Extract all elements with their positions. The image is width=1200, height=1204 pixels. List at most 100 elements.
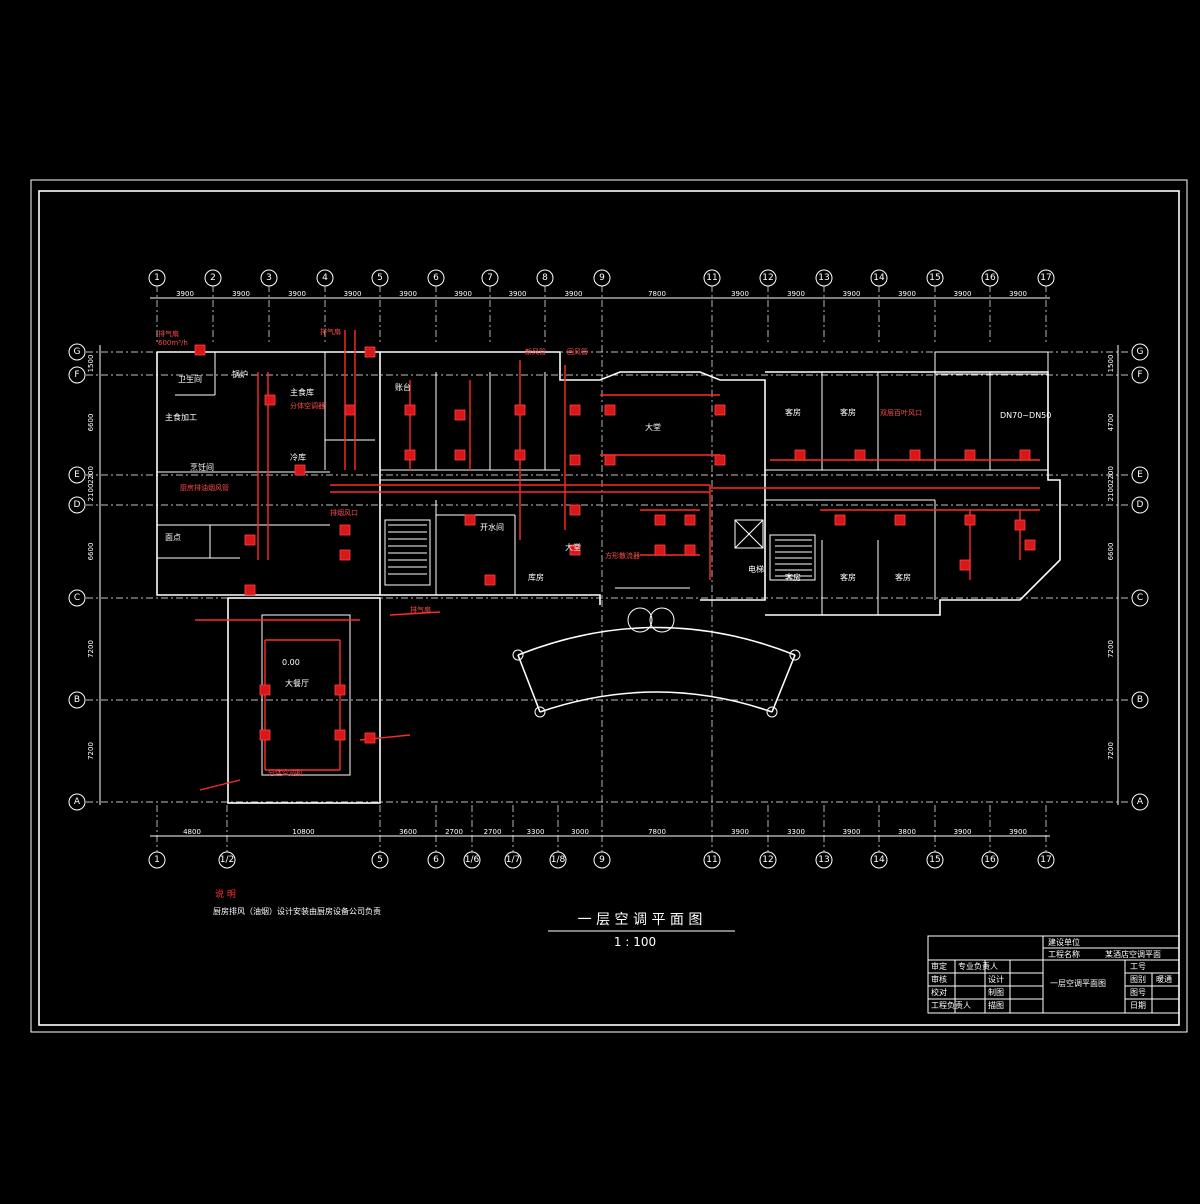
axis-bubble-bottom-label: 1/6 xyxy=(465,855,480,865)
axis-bubble-bottom xyxy=(549,851,567,869)
label-supply-outlet: 双层百叶风口 xyxy=(880,408,922,417)
tb-role: 专业负责人 xyxy=(958,961,998,971)
room-cooking: 烹饪间 xyxy=(190,462,214,472)
axis-bubble-top xyxy=(593,269,611,287)
axis-bubble-top xyxy=(870,269,888,287)
axis-bubble-top xyxy=(703,269,721,287)
axis-bubble-bottom xyxy=(504,851,522,869)
axis-bubble-left-label: B xyxy=(74,695,80,705)
air-diffusers xyxy=(194,344,1036,744)
air-diffuser xyxy=(404,404,416,416)
axis-bubble-bottom xyxy=(148,851,166,869)
note-text: 厨房排风（油烟）设计安装由厨房设备公司负责 xyxy=(213,906,381,916)
axis-bubble-bottom xyxy=(759,851,777,869)
axis-bubble-bottom-label: 16 xyxy=(984,855,996,865)
dim-right: 7200 xyxy=(1107,640,1115,658)
axis-bubble-top xyxy=(981,269,999,287)
dim-right: 7200 xyxy=(1107,742,1115,760)
room-labels: 卫生间 锅炉 主食加工 主食库 烹饪间 冷库 面点 大堂 大堂 客房 客房 客房… xyxy=(165,369,911,688)
axis-bubble-right-label: F xyxy=(1137,370,1142,380)
axis-bubble-bottom-label: 1/2 xyxy=(220,855,234,865)
dim-top: 3900 xyxy=(454,290,472,298)
room-staple: 主食加工 xyxy=(165,412,197,422)
air-diffuser xyxy=(1014,519,1026,531)
air-diffuser xyxy=(194,344,206,356)
air-diffuser xyxy=(514,404,526,416)
canopy-column xyxy=(789,649,801,661)
axis-bubble-top xyxy=(148,269,166,287)
air-diffuser xyxy=(894,514,906,526)
air-diffuser xyxy=(264,394,276,406)
axis-bubble-bottom-label: 17 xyxy=(1040,855,1051,865)
room-banquet: 大餐厅 xyxy=(285,678,309,688)
axis-bubble-top-label: 4 xyxy=(322,273,328,283)
room-cashier: 账台 xyxy=(395,382,411,392)
label-level: 0.00 xyxy=(282,658,300,667)
axis-bubble-top xyxy=(427,269,445,287)
canopy-column xyxy=(512,649,524,661)
ductwork xyxy=(195,330,1040,791)
air-diffuser xyxy=(684,514,696,526)
axis-bubble-left-label: D xyxy=(74,500,81,510)
axis-bubble-top-label: 11 xyxy=(706,273,717,283)
axis-bubble-top-label: 8 xyxy=(542,273,548,283)
axis-bubble-top-label: 15 xyxy=(929,273,940,283)
air-diffuser xyxy=(454,449,466,461)
stair-left xyxy=(384,519,431,586)
tb-right-label: 图号 xyxy=(1130,988,1146,997)
label-split-ac: 分体空调器 xyxy=(290,401,325,410)
dim-right: 2100 xyxy=(1107,484,1115,502)
air-diffuser xyxy=(339,549,351,561)
dim-bottom: 3300 xyxy=(787,828,805,836)
hvac-annotations: 排气扇 600m³/h 排气扇 排气扇 分体空调器 新风管 回风管 双层百叶风口… xyxy=(158,327,1051,777)
tb-role: 工程负责人 xyxy=(931,1000,971,1010)
axis-bubble-top-label: 2 xyxy=(210,273,216,283)
axis-bubble-left xyxy=(68,466,86,484)
dim-top: 3900 xyxy=(954,290,972,298)
room-lobby: 大堂 xyxy=(565,542,581,552)
axis-bubble-bottom xyxy=(926,851,944,869)
dim-bottom: 3600 xyxy=(399,828,417,836)
drawing-title: 一 层 空 调 平 面 图 xyxy=(578,912,703,928)
axis-bubble-top xyxy=(759,269,777,287)
axis-bubble-bottom-label: 14 xyxy=(873,855,885,865)
air-diffuser xyxy=(714,404,726,416)
air-diffuser xyxy=(334,684,346,696)
dim-bottom: 7800 xyxy=(648,828,666,836)
axis-bubble-left-label: E xyxy=(74,470,80,480)
label-return-air: 回风管 xyxy=(567,347,588,356)
leader-line xyxy=(199,779,241,791)
dim-top: 3900 xyxy=(232,290,250,298)
label-exhaust-fan: 排气扇 xyxy=(158,329,179,338)
room-guest-4: 客房 xyxy=(840,572,856,582)
axis-bubble-bottom xyxy=(593,851,611,869)
axis-bubble-top-label: 7 xyxy=(487,273,493,283)
guest-block-wall xyxy=(765,371,1061,616)
dim-top: 3900 xyxy=(176,290,194,298)
air-diffuser xyxy=(364,732,376,744)
middle-block-wall xyxy=(380,594,601,605)
air-diffuser xyxy=(244,534,256,546)
banquet-hall-wall xyxy=(227,597,381,804)
axis-bubble-right xyxy=(1131,496,1149,514)
room-hall: 大堂 xyxy=(645,422,661,432)
room-elevator: 电梯 xyxy=(748,564,764,574)
tb-role: 校对 xyxy=(931,987,947,997)
axis-bubble-top xyxy=(536,269,554,287)
air-diffuser xyxy=(604,404,616,416)
axis-bubble-bottom xyxy=(981,851,999,869)
air-diffuser xyxy=(834,514,846,526)
axis-bubble-top-label: 12 xyxy=(762,273,773,283)
dim-bottom: 3900 xyxy=(954,828,972,836)
axis-bubble-right xyxy=(1131,793,1149,811)
axis-bubble-top xyxy=(815,269,833,287)
axis-bubble-left xyxy=(68,691,86,709)
axis-bubble-right-label: A xyxy=(1137,797,1144,807)
dim-right: 1500 xyxy=(1107,355,1115,373)
tb-right-label: 工号 xyxy=(1130,962,1146,971)
label-exhaust-fan: 排气扇 xyxy=(320,327,341,336)
dim-top: 3900 xyxy=(843,290,861,298)
dim-left: 6600 xyxy=(87,543,95,561)
